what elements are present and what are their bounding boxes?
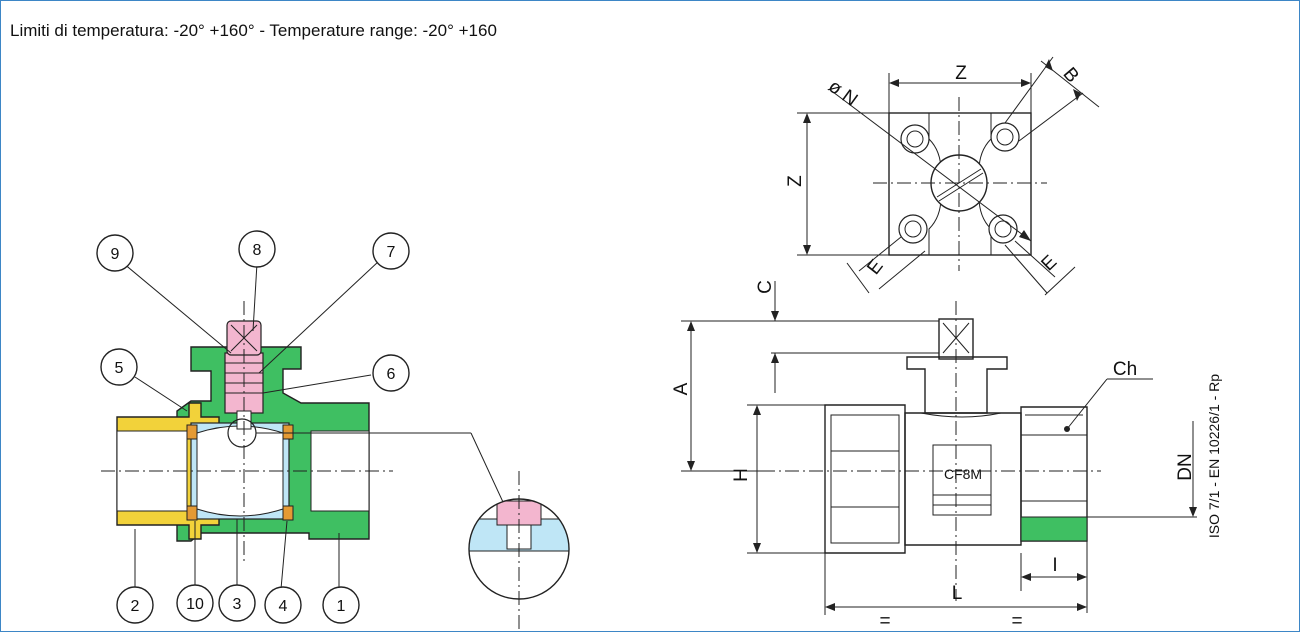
balloon-1-label: 1 bbox=[337, 598, 346, 615]
seat-top-left bbox=[186, 424, 198, 440]
balloon-4-label: 4 bbox=[279, 598, 288, 615]
detail-view bbox=[468, 471, 570, 629]
balloon-2: 2 bbox=[116, 586, 154, 624]
dim-c: C bbox=[755, 280, 776, 294]
balloon-3: 3 bbox=[218, 584, 256, 622]
dim-e-right: E bbox=[1037, 251, 1061, 275]
balloon-6: 6 bbox=[372, 354, 410, 392]
flange-top-view: Z Z ø N B E E bbox=[785, 56, 1100, 296]
standard-note: ISO 7/1 - EN 10226/1 - Rp bbox=[1206, 374, 1222, 538]
dim-eq-right: = bbox=[1011, 611, 1022, 631]
dim-z-top: Z bbox=[955, 63, 967, 84]
dim-n: ø N bbox=[824, 76, 861, 111]
dim-a: A bbox=[671, 382, 692, 395]
balloon-5: 5 bbox=[100, 348, 138, 386]
dim-i: I bbox=[1052, 555, 1057, 576]
bolt-hole-tr bbox=[990, 122, 1020, 152]
dim-z-side: Z bbox=[785, 175, 806, 187]
leader-lines bbox=[122, 260, 380, 590]
balloon-9: 9 bbox=[96, 234, 134, 272]
dim-dn: DN bbox=[1175, 453, 1196, 480]
bolt-hole-bl bbox=[898, 214, 928, 244]
balloon-8: 8 bbox=[238, 230, 276, 268]
balloon-4: 4 bbox=[264, 586, 302, 624]
seat-bottom-right bbox=[282, 505, 294, 521]
bolt-hole-tl bbox=[900, 124, 930, 154]
seat-top-right bbox=[282, 424, 294, 440]
balloon-10: 10 bbox=[176, 584, 214, 622]
balloon-7-label: 7 bbox=[387, 244, 396, 261]
dim-b: B bbox=[1058, 64, 1082, 87]
dim-h: H bbox=[731, 468, 752, 482]
body-marking: CF8M bbox=[944, 466, 982, 482]
balloon-1: 1 bbox=[322, 586, 360, 624]
dim-ch: Ch bbox=[1113, 359, 1137, 380]
temperature-caption: Limiti di temperatura: -20° +160° - Temp… bbox=[10, 21, 497, 40]
seat-bottom-left bbox=[186, 505, 198, 521]
bolt-hole-br bbox=[988, 214, 1018, 244]
balloon-6-label: 6 bbox=[387, 366, 396, 383]
balloon-5-label: 5 bbox=[115, 360, 124, 377]
dim-l: L bbox=[952, 583, 963, 604]
balloon-3-label: 3 bbox=[233, 596, 242, 613]
balloon-9-label: 9 bbox=[111, 246, 120, 263]
thread-band bbox=[1020, 516, 1088, 542]
section-view: 9 8 7 5 6 2 10 bbox=[96, 230, 570, 629]
balloon-2-label: 2 bbox=[131, 598, 140, 615]
dim-eq-left: = bbox=[879, 611, 890, 631]
dim-e-left: E bbox=[863, 256, 887, 279]
balloon-10-label: 10 bbox=[186, 596, 204, 613]
balloon-8-label: 8 bbox=[253, 242, 262, 259]
balloon-7: 7 bbox=[372, 232, 410, 270]
elevation-view: CF8M A C H bbox=[671, 280, 1222, 631]
